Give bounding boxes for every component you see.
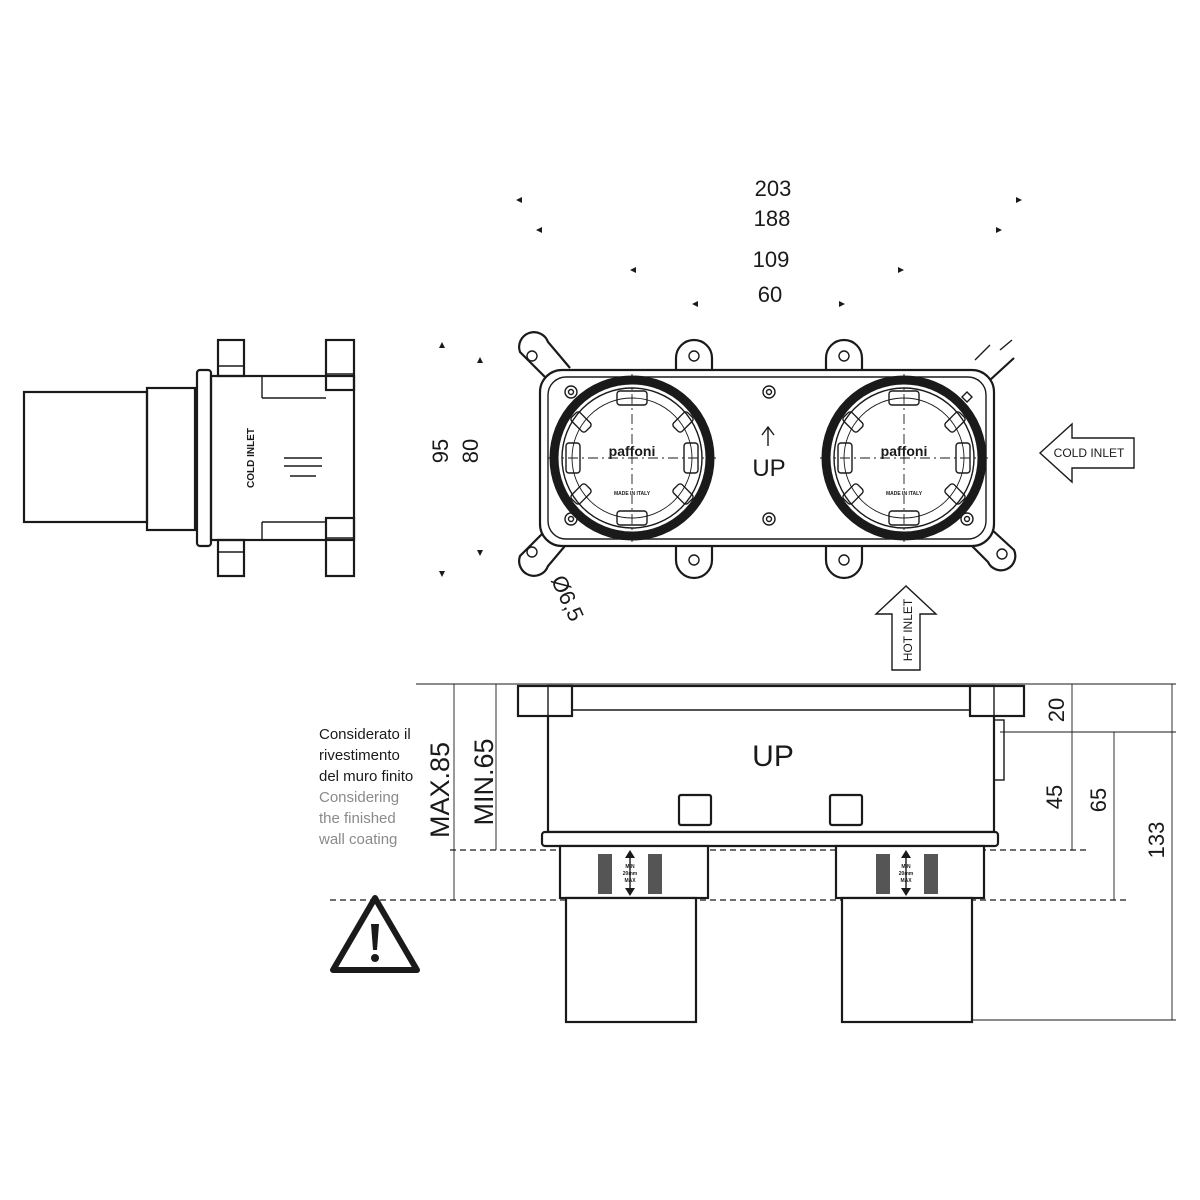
made-in-italy-right: MADE IN ITALY <box>886 491 923 497</box>
side-cold-inlet-label: COLD INLET <box>246 428 257 488</box>
side-lug-bottom-right <box>324 516 356 578</box>
gauge-label: 20mm <box>623 871 638 877</box>
bracket-top-right <box>989 357 1015 381</box>
warning-icon <box>330 895 420 973</box>
dimension-arrows-top <box>516 197 1022 307</box>
note-en-line: the finished <box>319 810 396 827</box>
dim-133: 133 <box>1144 822 1169 859</box>
dim-60: 60 <box>758 282 782 307</box>
cold-inlet-arrow-icon <box>1038 422 1135 484</box>
gauge-label: MAX <box>624 878 636 884</box>
bracket-bottom-right <box>967 527 1017 572</box>
section-view: UP MIN 20mm MAX MIN 20mm MAX <box>318 683 1176 1024</box>
front-view: paffoni MADE IN ITALY paffoni MADE IN IT… <box>518 331 1017 625</box>
note-it-line: rivestimento <box>319 747 400 764</box>
gauge-label: 20mm <box>899 871 914 877</box>
dim-max-85: MAX.85 <box>425 742 455 838</box>
side-lug-top-left <box>216 338 246 378</box>
section-window-right <box>828 793 864 827</box>
made-in-italy-left: MADE IN ITALY <box>614 491 651 497</box>
side-lug-bottom-left <box>216 538 246 578</box>
dim-109: 109 <box>753 247 790 272</box>
hot-inlet-arrow-icon <box>874 585 938 671</box>
section-window-left <box>677 793 713 827</box>
screw-icon <box>762 512 776 526</box>
screw-icon <box>762 385 776 399</box>
gauge-label: MAX <box>900 878 912 884</box>
section-base-plate <box>540 830 1000 848</box>
dim-80: 80 <box>458 439 483 463</box>
valve-left: paffoni MADE IN ITALY <box>548 374 716 542</box>
dim-min-65: MIN.65 <box>469 738 499 825</box>
hole-diameter: Ø6,5 <box>546 571 589 625</box>
brand-logo-left: paffoni <box>609 443 656 459</box>
up-arrow-icon <box>761 425 775 446</box>
side-flange <box>195 368 213 548</box>
front-up-label: UP <box>752 455 785 482</box>
side-lug-top-right <box>324 338 356 392</box>
note-it-line: Considerato il <box>319 726 411 743</box>
dim-95: 95 <box>428 439 453 463</box>
left-dimensions: 95 80 <box>428 342 483 577</box>
valve-right: paffoni MADE IN ITALY <box>820 374 988 542</box>
screw-icon <box>960 512 974 526</box>
gauge-label: MIN <box>625 864 635 870</box>
section-sleeve-left: MIN 20mm MAX <box>558 844 710 1024</box>
section-lug-right <box>968 684 1026 718</box>
dim-20: 20 <box>1044 698 1069 722</box>
tab-bottom-1 <box>674 546 714 580</box>
top-dimensions: 203 188 109 60 <box>516 176 1022 307</box>
tab-bottom-2 <box>824 546 864 580</box>
cold-inlet-label: COLD INLET <box>1054 446 1125 460</box>
screw-icon <box>564 385 578 399</box>
tab-top-1 <box>674 338 714 372</box>
section-sleeve-right: MIN 20mm MAX <box>834 844 986 1024</box>
dim-203: 203 <box>755 176 792 201</box>
side-collar <box>145 386 197 532</box>
note-it-line: del muro finito <box>319 768 413 785</box>
front-plate <box>538 368 996 548</box>
hot-inlet-label: HOT INLET <box>901 598 915 661</box>
mounting-brackets <box>518 331 1017 580</box>
note-en-line: wall coating <box>318 831 397 848</box>
bracket-bottom-left <box>518 527 571 577</box>
bracket-top-left <box>518 331 571 381</box>
tab-top-2 <box>824 338 864 372</box>
wall-coating-note: Considerato il rivestimento del muro fin… <box>318 726 413 848</box>
gauge-label: MIN <box>901 864 911 870</box>
hot-inlet-arrow: HOT INLET <box>874 585 938 671</box>
dim-188: 188 <box>754 206 791 231</box>
side-sleeve <box>22 390 149 524</box>
brand-logo-right: paffoni <box>881 443 928 459</box>
dim-45: 45 <box>1042 785 1067 809</box>
section-up-label: UP <box>752 740 794 773</box>
section-lug-left <box>516 684 574 718</box>
side-view: COLD INLET <box>22 338 356 578</box>
dim-65: 65 <box>1086 788 1111 812</box>
note-en-line: Considering <box>319 789 399 806</box>
cold-inlet-arrow: COLD INLET <box>1038 422 1135 484</box>
side-body <box>209 374 356 542</box>
